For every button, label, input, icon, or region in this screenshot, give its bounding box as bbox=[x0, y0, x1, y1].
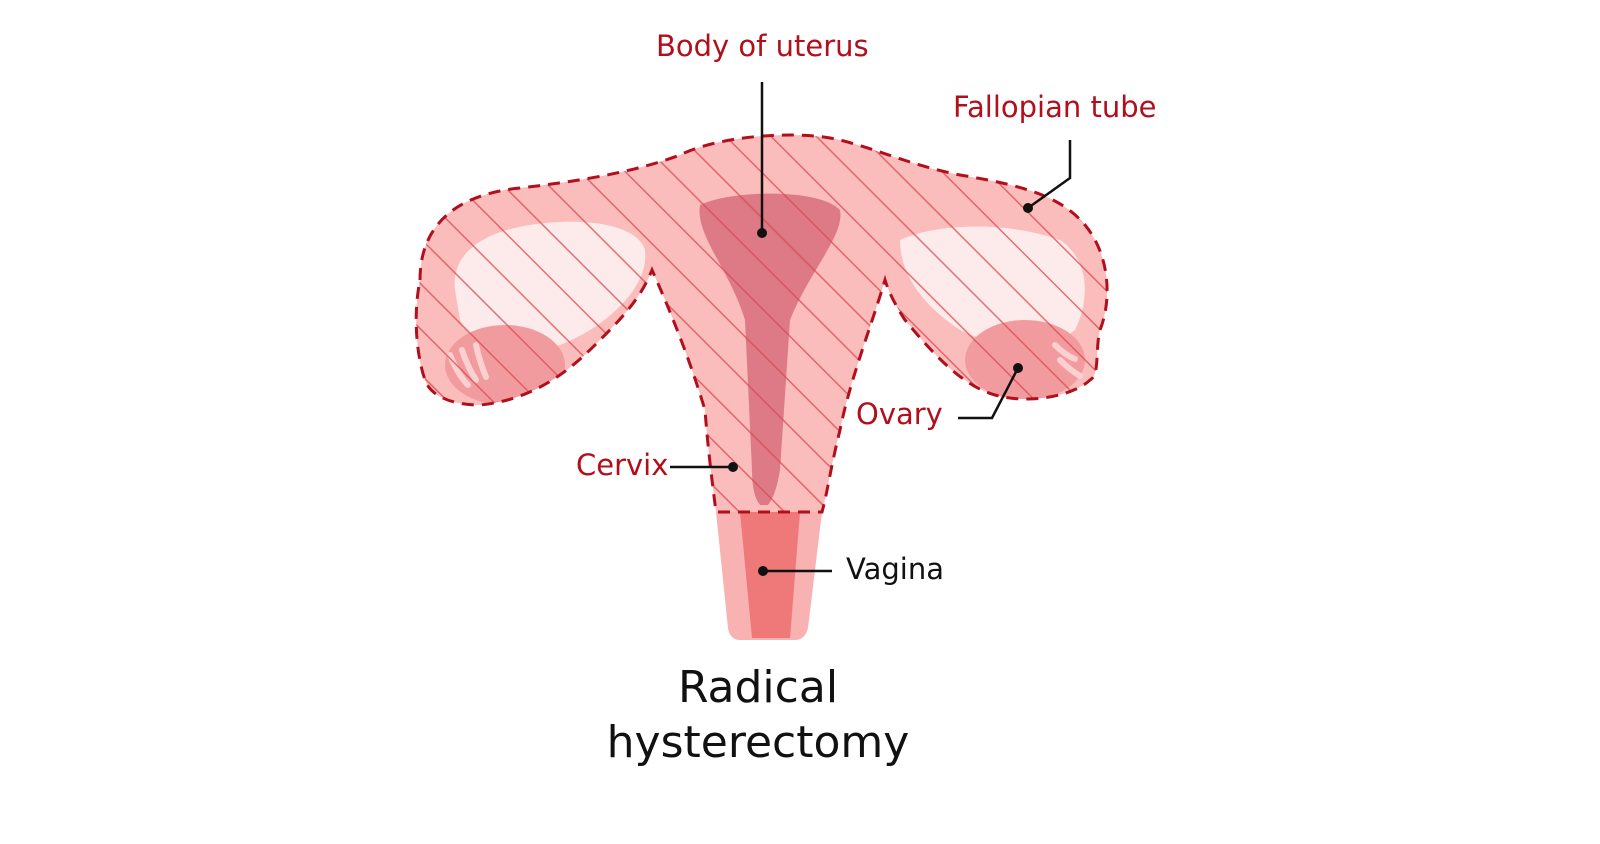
label-body-of-uterus: Body of uterus bbox=[656, 29, 869, 63]
title-line-2: hysterectomy bbox=[606, 717, 910, 768]
ovary-leader bbox=[958, 367, 1020, 420]
label-ovary: Ovary bbox=[856, 397, 943, 431]
label-vagina: Vagina bbox=[846, 552, 944, 586]
vagina-shape bbox=[716, 512, 822, 640]
label-cervix: Cervix bbox=[576, 448, 669, 482]
diagram-title: Radical hysterectomy bbox=[0, 660, 1516, 770]
title-line-1: Radical bbox=[677, 662, 839, 713]
removed-organs bbox=[414, 133, 1109, 514]
label-fallopian-tube: Fallopian tube bbox=[953, 90, 1157, 124]
leader-dots bbox=[728, 203, 1033, 576]
fallopian-tube-leader bbox=[1027, 140, 1072, 210]
leader-lines bbox=[670, 82, 1072, 573]
